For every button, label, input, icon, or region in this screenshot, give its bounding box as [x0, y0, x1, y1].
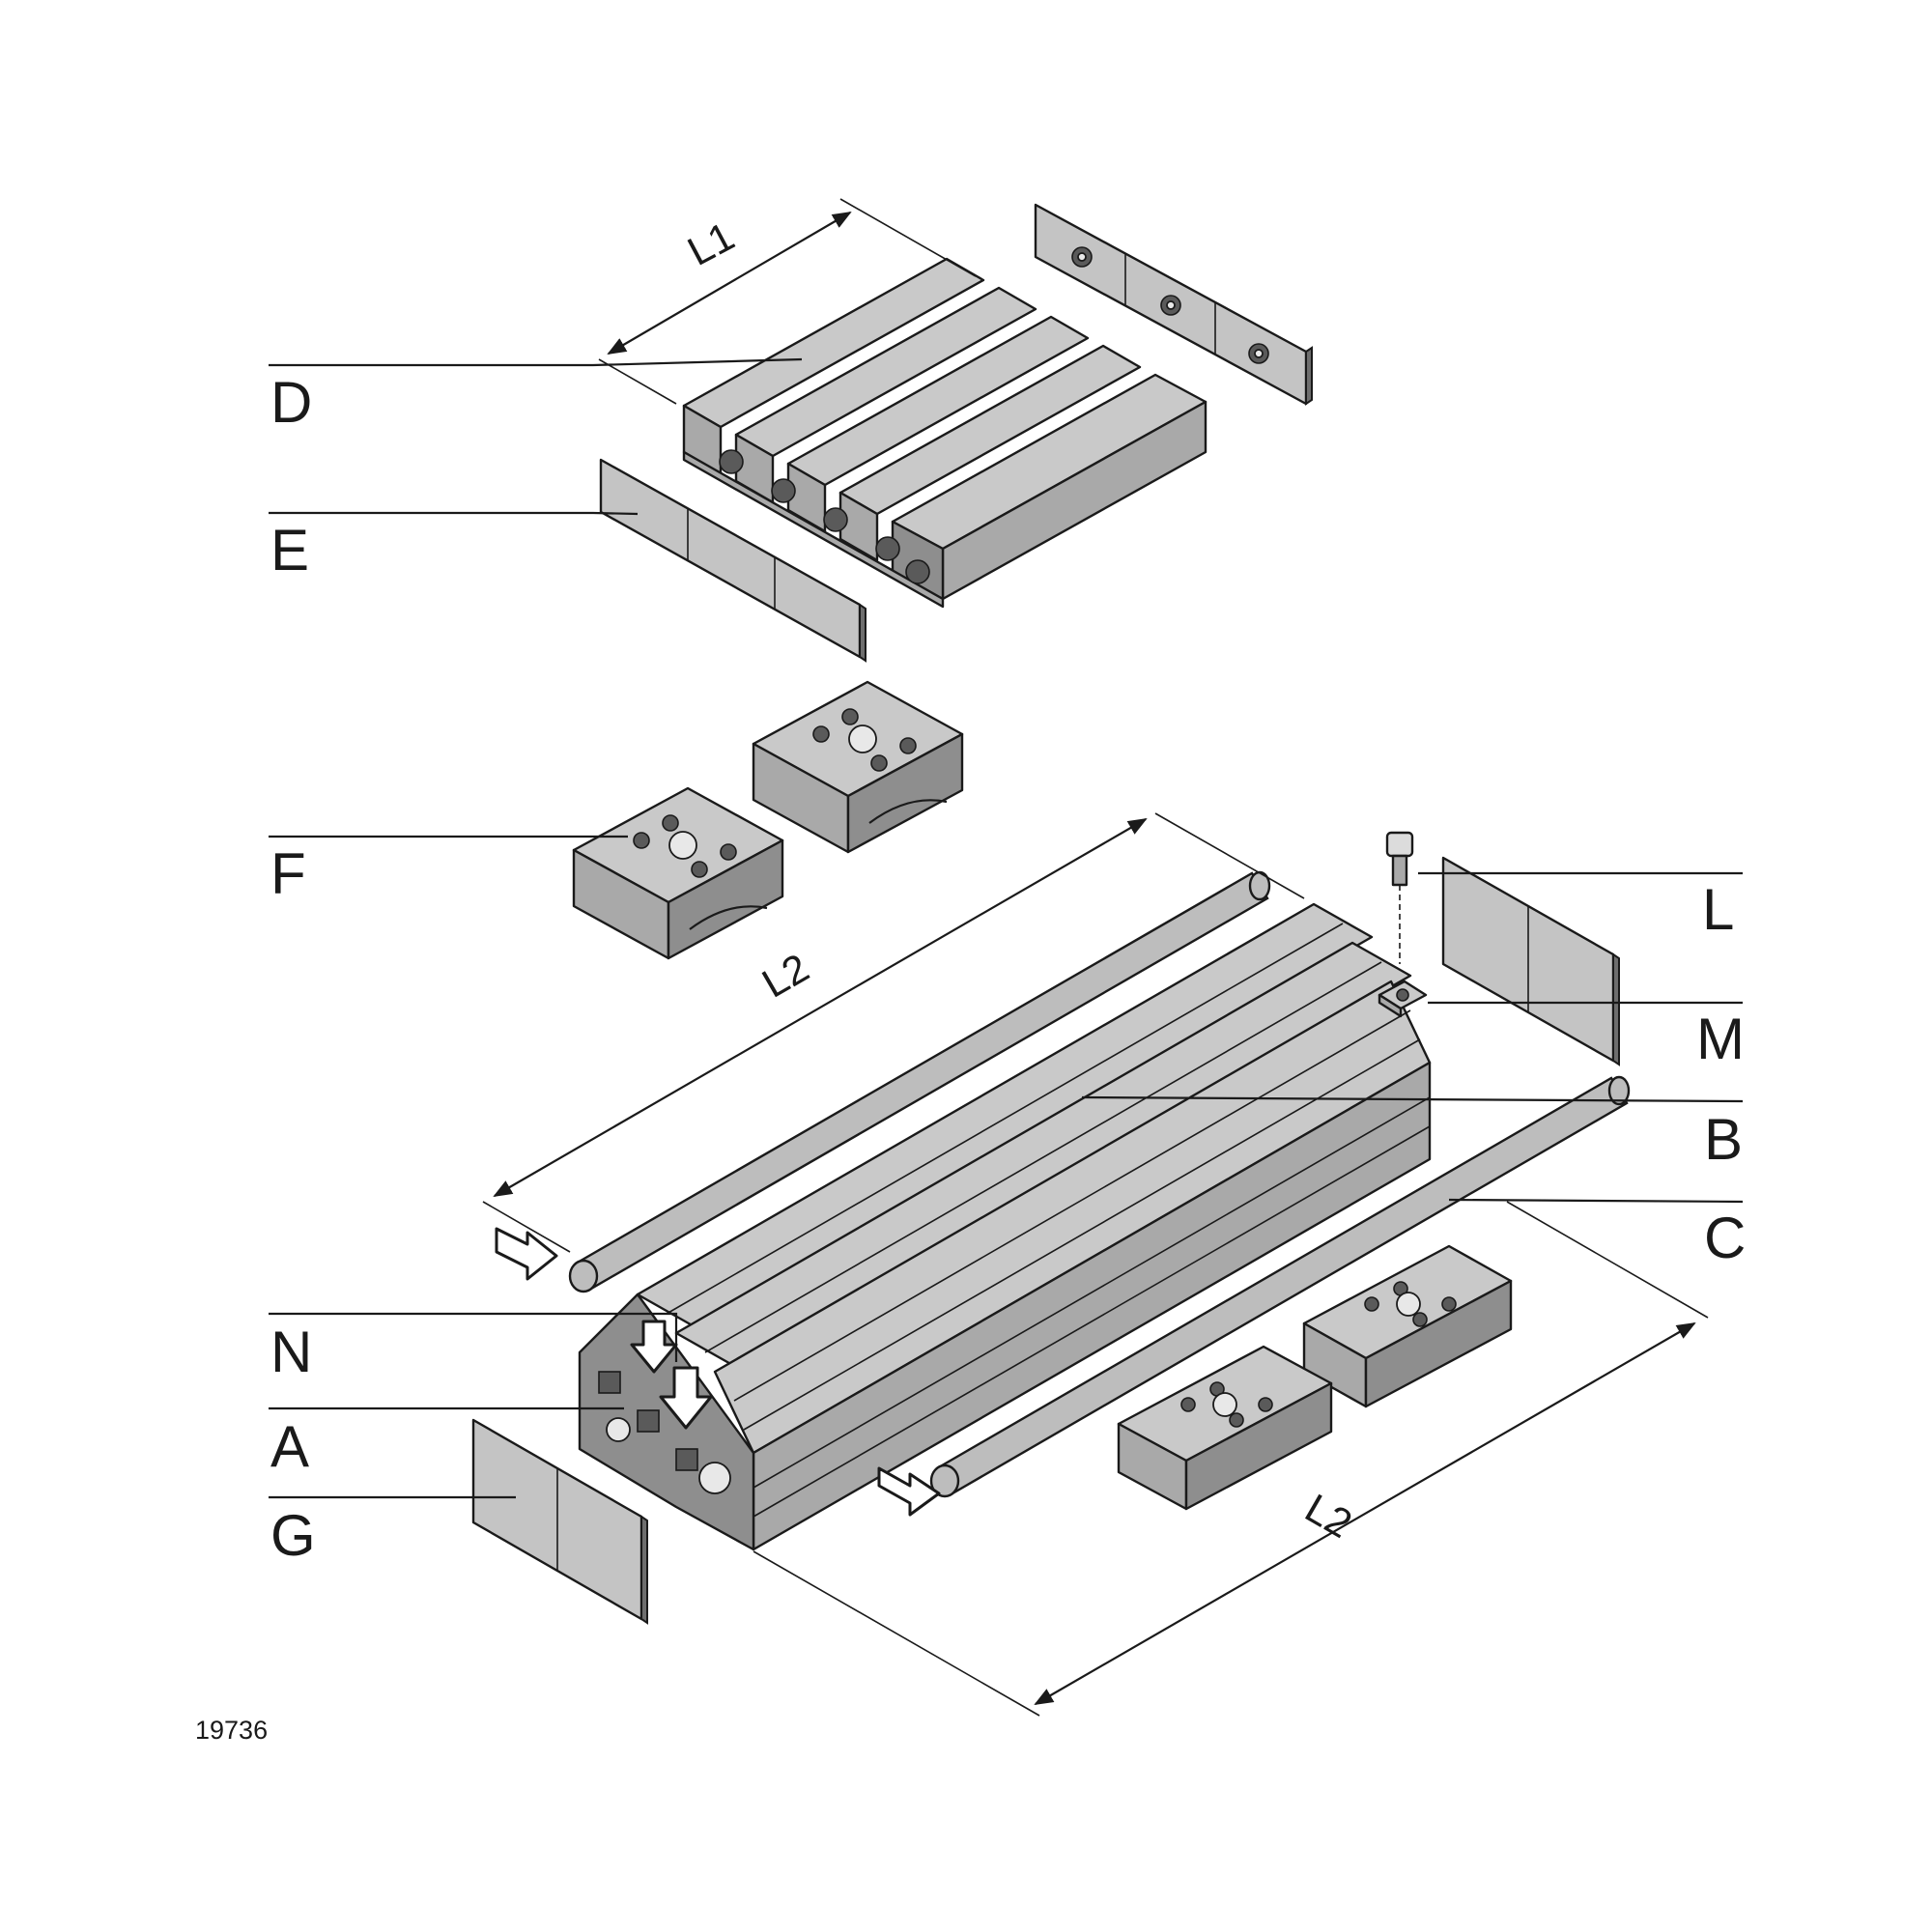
callout-label-d: D	[270, 370, 312, 435]
screw-l	[1385, 831, 1414, 964]
callout-label-e: E	[270, 518, 309, 582]
slider-block-f-front	[572, 786, 784, 960]
profile-end-hole-4	[875, 536, 900, 561]
rail-end-bore	[698, 1462, 731, 1494]
callout-label-l: L	[1702, 877, 1734, 942]
endcap-plate-top	[1034, 203, 1313, 406]
dimension-l1-label: L1	[680, 213, 741, 274]
slot-nut-m	[1378, 980, 1428, 1018]
profile-end-hole-1	[719, 449, 744, 474]
profile-bar-4	[838, 344, 1142, 562]
profile-bar-2	[734, 286, 1037, 504]
connector-icon	[1160, 295, 1181, 316]
callout-label-c: C	[1704, 1206, 1746, 1270]
profile-end-hole-5	[905, 559, 930, 584]
insert-arrow-icon	[877, 1466, 941, 1517]
callout-label-f: F	[270, 841, 306, 906]
insert-down-arrow-icon	[659, 1366, 713, 1430]
drawing-number: 19736	[195, 1716, 268, 1745]
endcap-plate-e	[599, 458, 867, 663]
callout-label-n: N	[270, 1320, 312, 1384]
dimension-l2-lower-label: L2	[1298, 1485, 1360, 1547]
callout-label-a: A	[270, 1414, 309, 1479]
profile-assembly-d	[682, 257, 1208, 609]
leader-lines	[269, 357, 1744, 1499]
insert-down-arrow-icon	[630, 1320, 678, 1374]
callout-label-m: M	[1696, 1007, 1745, 1071]
slider-block-f-rear	[752, 680, 964, 854]
endcap-plate-right	[1441, 856, 1620, 1066]
profile-end-hole-2	[771, 478, 796, 503]
callout-label-b: B	[1704, 1107, 1743, 1172]
profile-end-hole-3	[823, 507, 848, 532]
insert-arrow-icon	[495, 1227, 558, 1281]
connector-icon	[1071, 246, 1093, 268]
endcap-plate-g	[471, 1418, 648, 1625]
connector-icon	[1248, 343, 1269, 364]
dimension-l2-upper-label: L2	[754, 945, 816, 1007]
callout-label-g: G	[270, 1503, 316, 1568]
